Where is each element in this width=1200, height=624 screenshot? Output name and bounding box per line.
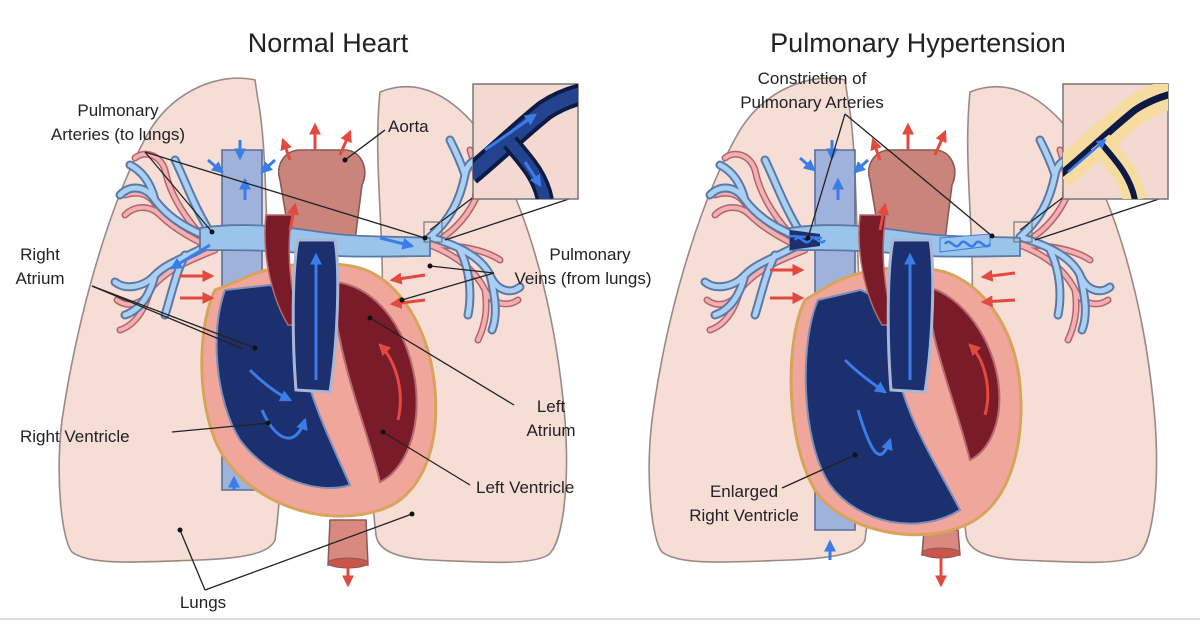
vessel-inset-normal <box>423 83 579 243</box>
aorta <box>278 149 369 569</box>
panel-pulmonary-hypertension: Pulmonary Hypertension <box>648 28 1169 588</box>
heart <box>789 214 1023 537</box>
label-right-atrium-line2: Atrium <box>15 269 64 288</box>
label-pulmonary-veins-line1: Pulmonary <box>549 245 631 264</box>
label-lungs: Lungs <box>180 593 226 612</box>
label-left-ventricle: Left Ventricle <box>476 478 574 497</box>
labels-normal: Pulmonary Arteries (to lungs) Aorta Righ… <box>15 101 651 612</box>
vessel-inset-constricted <box>1013 83 1169 243</box>
panel-normal-heart: Normal Heart <box>15 28 651 612</box>
aorta <box>868 149 961 559</box>
panel-title: Normal Heart <box>248 28 409 58</box>
heart <box>200 214 438 518</box>
label-pulmonary-arteries-line2: Arteries (to lungs) <box>51 125 185 144</box>
label-constriction-line1: Constriction of <box>758 69 867 88</box>
label-aorta: Aorta <box>388 117 429 136</box>
labels-hypertension: Constriction of Pulmonary Arteries Enlar… <box>689 69 884 525</box>
label-right-ventricle: Right Ventricle <box>20 427 130 446</box>
label-pulmonary-veins-line2: Veins (from lungs) <box>515 269 652 288</box>
panel-title: Pulmonary Hypertension <box>770 28 1066 58</box>
label-right-atrium-line1: Right <box>20 245 60 264</box>
label-enlarged-rv-line2: Right Ventricle <box>689 506 799 525</box>
label-left-atrium-line1: Left <box>537 397 566 416</box>
blood-flow-arrows <box>770 122 1016 588</box>
leader-lines-hypertension <box>781 113 995 489</box>
label-constriction-line2: Pulmonary Arteries <box>740 93 884 112</box>
label-pulmonary-arteries-line1: Pulmonary <box>77 101 159 120</box>
label-left-atrium-line2: Atrium <box>526 421 575 440</box>
blood-flow-arrows <box>169 122 426 588</box>
leader-lines-normal <box>91 129 515 591</box>
label-enlarged-rv-line1: Enlarged <box>710 482 778 501</box>
